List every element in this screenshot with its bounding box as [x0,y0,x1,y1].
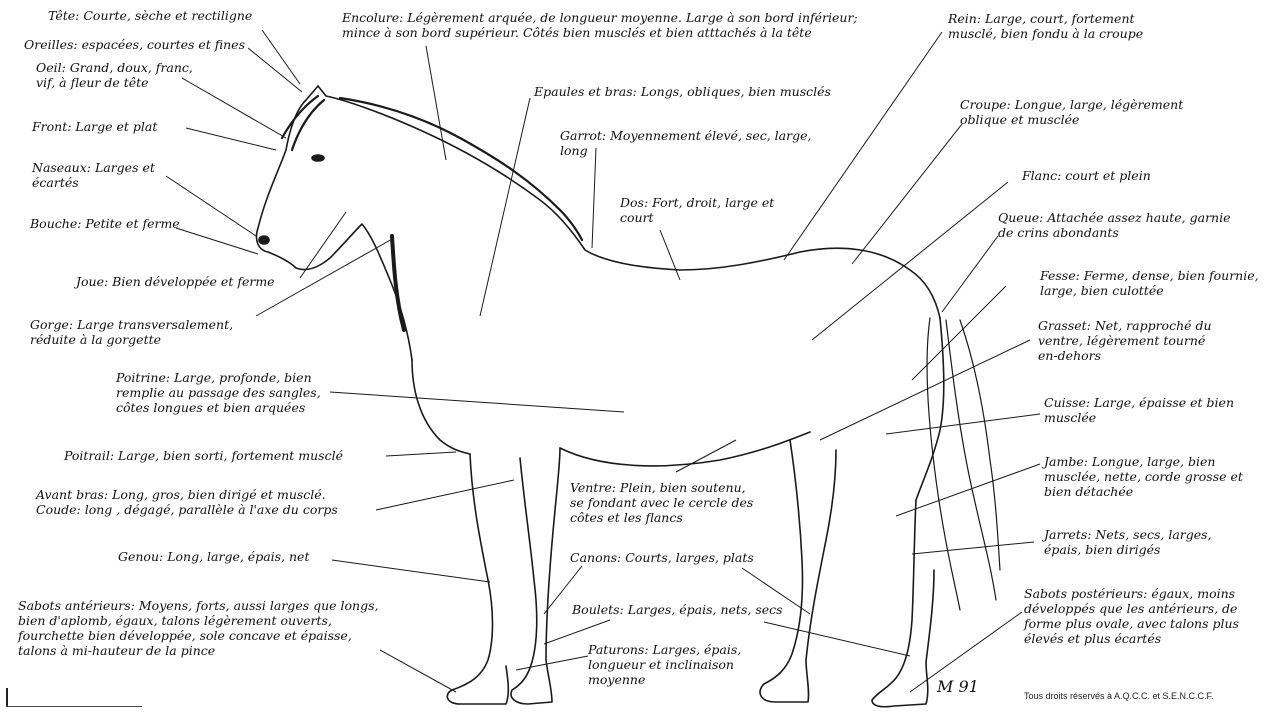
label-naseaux: Naseaux: Larges et écartés [32,160,155,190]
label-genou: Genou: Long, large, épais, net [118,549,309,564]
leader-bouche [176,228,258,254]
label-oreilles: Oreilles: espacées, courtes et fines [24,37,245,52]
label-poitrine: Poitrine: Large, profonde, bien remplie … [116,370,321,415]
leader-front [186,128,276,150]
label-rein: Rein: Large, court, fortement musclé, bi… [948,11,1143,41]
horse-hindleg-back [872,500,934,707]
label-tete: Tête: Courte, sèche et rectiligne [48,8,252,23]
leader-garrot [592,148,596,248]
corner-line [6,706,142,707]
horse-nostril [259,236,269,244]
leader-ventre [676,440,736,472]
horse-foreleg-back [511,448,560,704]
leader-poitrine [330,392,624,412]
label-garrot: Garrot: Moyennement élevé, sec, large, l… [560,128,811,158]
leader-genou [332,560,490,582]
copyright-notice: Tous droits réservés à A.Q.C.C. et S.E.N… [1024,691,1214,701]
leader-joue [300,212,346,278]
horse-face-outline [256,86,412,360]
label-canons: Canons: Courts, larges, plats [570,550,754,565]
leader-boulets-2 [764,622,910,656]
leader-fesse [912,286,1006,380]
label-poitrail: Poitrail: Large, bien sorti, fortement m… [64,448,343,463]
leader-gorge [256,238,394,316]
leader-oeil [182,78,286,138]
leader-paturons [516,656,588,670]
horse-hindleg-front [760,440,836,702]
label-dos: Dos: Fort, droit, large et court [620,195,774,225]
label-boulets: Boulets: Larges, épais, nets, secs [572,602,783,617]
label-croupe: Croupe: Longue, large, légèrement obliqu… [960,97,1183,127]
leader-queue [942,236,998,312]
label-sabots-posterieurs: Sabots postérieurs: égaux, moins dévelop… [1024,586,1239,646]
label-grasset: Grasset: Net, rapproché du ventre, légèr… [1038,318,1212,363]
corner-mark [6,688,8,706]
label-fesse: Fesse: Ferme, dense, bien fournie, large… [1040,268,1259,298]
label-encolure: Encolure: Légèrement arquée, de longueur… [342,10,858,40]
horse-mane [282,96,582,240]
label-avant-bras: Avant bras: Long, gros, bien dirigé et m… [36,487,338,517]
leader-encolure [426,46,446,160]
leader-boulets-1 [544,620,610,644]
label-queue: Queue: Attachée assez haute, garnie de c… [998,210,1231,240]
leader-sabots-anterieurs [380,650,456,692]
label-jambe: Jambe: Longue, large, bien musclée, nett… [1044,454,1243,499]
label-ventre: Ventre: Plein, bien soutenu, se fondant … [570,480,753,525]
leader-cuisse [886,414,1040,434]
label-epaules: Epaules et bras: Longs, obliques, bien m… [534,84,831,99]
leader-epaules [480,98,530,316]
horse-gorge-shading [392,236,404,330]
leader-croupe [852,124,962,264]
horse-chest-outline [412,360,470,454]
leader-tete [262,30,300,84]
label-jarrets: Jarrets: Nets, secs, larges, épais, bien… [1044,527,1212,557]
leader-poitrail [386,452,456,456]
label-paturons: Paturons: Larges, épais, longueur et inc… [588,642,741,687]
leader-flanc [812,182,1008,340]
horse-tail [927,318,1000,610]
leader-oreilles [248,48,302,92]
label-front: Front: Large et plat [32,119,157,134]
label-gorge: Gorge: Large transversalement, réduite à… [30,317,233,347]
label-joue: Joue: Bien développée et ferme [76,274,275,289]
label-cuisse: Cuisse: Large, épaisse et bien musclée [1044,395,1234,425]
horse-eye [312,155,324,161]
horse-belly-outline [560,432,810,466]
artist-signature: M 91 [937,677,979,696]
leader-grasset [820,340,1030,440]
label-flanc: Flanc: court et plein [1022,168,1151,183]
leader-dos [660,230,680,280]
horse-hindquarter-outline [916,318,944,500]
leader-avant-bras [376,480,514,510]
label-bouche: Bouche: Petite et ferme [30,216,180,231]
horse-foreleg-front [447,454,508,704]
label-oeil: Oeil: Grand, doux, franc, vif, à fleur d… [36,60,193,90]
label-sabots-anterieurs: Sabots antérieurs: Moyens, forts, aussi … [18,598,379,658]
leader-jarrets [912,542,1034,554]
